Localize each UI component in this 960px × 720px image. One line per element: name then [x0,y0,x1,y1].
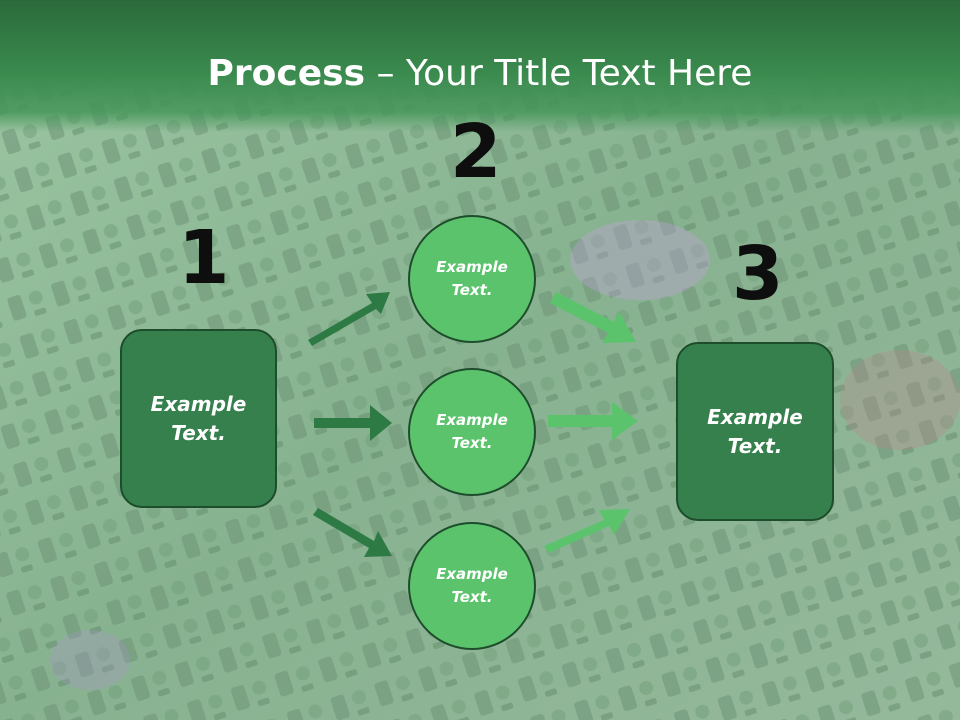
step-box-3-line2: Text. [727,433,783,458]
step-box-1: Example Text. [120,329,277,508]
step-box-1-line1: Example [150,391,247,416]
slide-title: Process – Your Title Text Here [0,50,960,98]
circle-middle: Example Text. [408,368,536,496]
step-number-1: 1 [178,215,230,301]
circle-bottom-line1: Example [436,565,508,583]
circle-middle-line2: Text. [451,434,493,452]
step-box-1-line2: Text. [171,420,226,445]
circle-bottom-text: Example Text. [436,563,508,609]
title-bold: Process [207,53,366,94]
title-bar [0,0,960,132]
step-number-3: 3 [732,231,784,317]
step-box-1-text: Example Text. [151,390,247,448]
circle-middle-line1: Example [436,411,508,429]
title-rest: – Your Title Text Here [365,53,753,94]
circle-top-line2: Text. [451,281,493,299]
circle-middle-text: Example Text. [436,409,508,455]
circle-bottom-line2: Text. [451,588,493,606]
step-box-3-text: Example Text. [707,403,803,461]
step-box-3: Example Text. [676,342,834,521]
circle-bottom: Example Text. [408,522,536,650]
step-box-3-line1: Example [707,404,803,429]
circle-top-text: Example Text. [436,256,508,302]
circle-top: Example Text. [408,215,536,343]
circle-top-line1: Example [436,258,508,276]
step-number-2: 2 [450,109,502,195]
